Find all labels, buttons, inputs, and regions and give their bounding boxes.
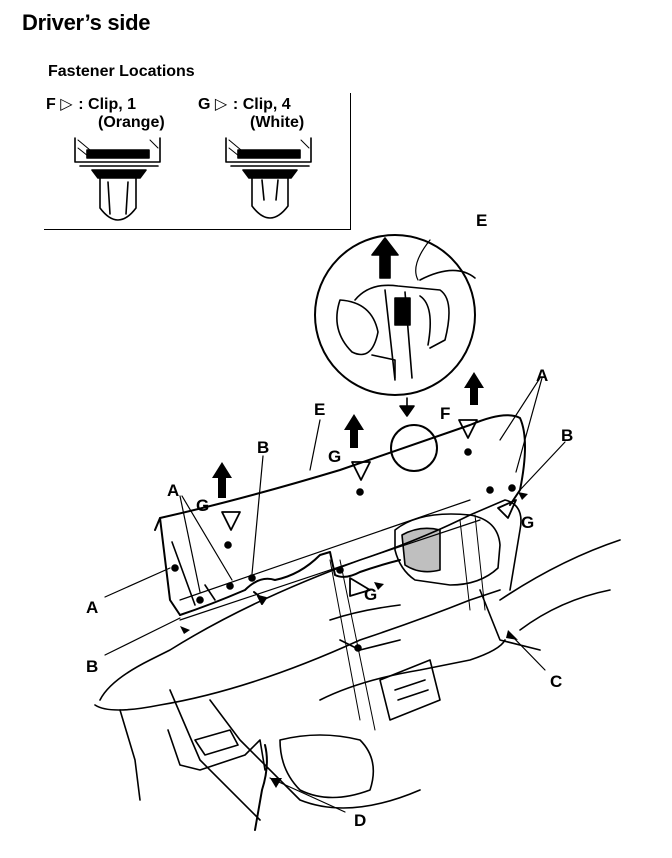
detail-circle [314,234,476,396]
legend-color-g: (White) [250,114,305,131]
legend-label-g: Clip, 4 [242,96,291,113]
legend-color-f: (Orange) [98,114,165,131]
arrow-up-icon [371,237,399,279]
callout-a-left: A [86,598,99,617]
clip-g-marker [351,461,371,481]
legend-box [44,93,351,230]
arrow-up-icon [212,462,232,498]
page-title: Driver’s side [22,10,151,35]
callout-g-right: G [521,513,535,532]
arrow-up-icon [464,372,484,405]
clip-g-icon [225,137,312,219]
arrow-down-icon [399,405,415,417]
callout-g-left: G [196,496,210,515]
dashboard-body [94,414,621,831]
clip-markers [221,419,517,597]
pull-arrows [212,372,484,498]
clip-g-marker [497,499,517,519]
release-arrows [180,492,528,634]
legend-item-f: F ▷: Clip, 1 (Orange) [46,96,165,131]
callout-e-detail: E [476,211,488,230]
legend-letter-f: F [46,96,56,113]
callout-c: C [550,672,563,691]
callout-b-left: B [86,657,99,676]
triangle-marker-icon: ▷ [214,96,228,113]
arrow-up-icon [344,414,364,448]
legend-label-f: Clip, 1 [88,96,137,113]
triangle-marker-icon: ▷ [60,96,73,113]
legend-item-g: G ▷: Clip, 4 (White) [198,96,305,131]
clip-g-marker [221,511,241,531]
clip-g-marker [349,577,371,597]
callout-b-top: B [257,438,270,457]
clip-f-icon [74,137,161,221]
callout-f: F [440,404,451,423]
legend-letter-g: G [198,96,211,113]
callout-d: D [354,811,367,830]
callout-a-top: A [167,481,180,500]
callout-leaders [104,239,566,813]
legend-heading: Fastener Locations [48,63,195,80]
callout-g-upper: G [328,447,342,466]
callout-g-center: G [364,585,378,604]
clip-f-marker [458,419,478,439]
callout-a-right: A [536,366,549,385]
callout-e: E [314,400,326,419]
detail-source-circle [390,424,438,472]
callout-b-right: B [561,426,574,445]
